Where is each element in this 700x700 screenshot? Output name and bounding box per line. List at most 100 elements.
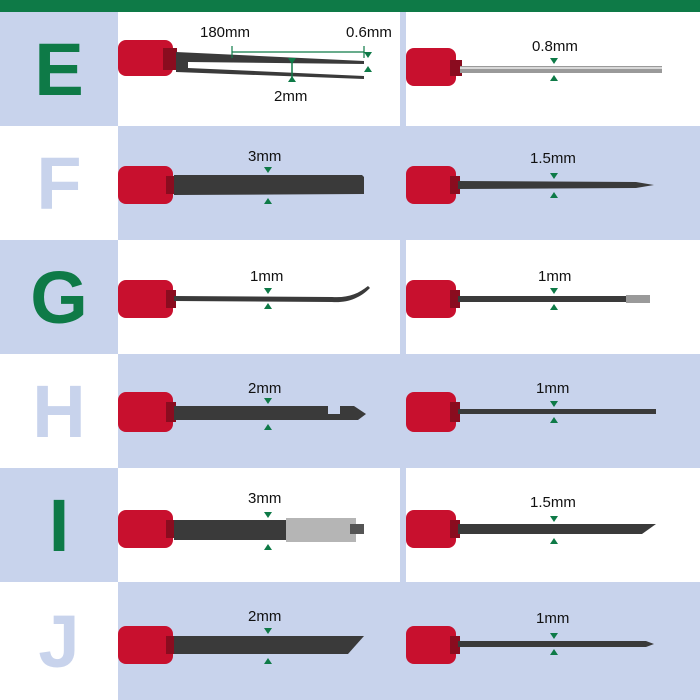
blade-probe-illustration: [118, 626, 364, 664]
red-handle: [406, 166, 456, 204]
row-f: F 3mm 1.5mm: [0, 126, 700, 240]
tool-grid: E 180mm 0.6mm 2mm: [0, 12, 700, 700]
row-h: H 2mm 1mm: [0, 354, 700, 468]
pointed-probe-illustration: [406, 166, 654, 204]
tool-cell-left: 2mm: [118, 582, 404, 700]
claw-probe-illustration: [118, 392, 366, 432]
handle-collar: [450, 520, 460, 538]
red-handle: [118, 40, 173, 76]
flat-probe-illustration: [118, 166, 364, 204]
red-handle: [406, 280, 456, 318]
tool-cell-right: 1mm: [406, 354, 700, 468]
tool-cell-left: 3mm: [118, 126, 404, 240]
red-handle: [118, 392, 173, 432]
thin-blade: [458, 296, 650, 302]
tool-cell-right: 1mm: [406, 582, 700, 700]
slotted-probe-illustration: [118, 510, 364, 550]
dimension-label: 0.8mm: [532, 38, 578, 55]
tool-cell-left: 2mm: [118, 354, 404, 468]
handle-collar: [450, 636, 460, 654]
row-letter: H: [0, 354, 118, 468]
claw-blade: [174, 406, 366, 420]
pointed-blade: [458, 181, 654, 189]
handle-collar: [166, 520, 176, 538]
tool-cell-left: 3mm: [118, 468, 404, 582]
tool-cell-right: 1.5mm: [406, 126, 700, 240]
dimension-label: 1.5mm: [530, 494, 576, 511]
blade-highlight: [460, 67, 662, 69]
dimension-label: 3mm: [248, 148, 282, 165]
dimension-label: 1mm: [536, 610, 570, 627]
tool-cell-left: 180mm 0.6mm 2mm: [118, 12, 404, 126]
top-green-bar: [0, 0, 700, 12]
red-handle: [118, 166, 173, 204]
handle-collar: [450, 402, 460, 422]
red-handle: [118, 510, 173, 548]
handle-collar: [166, 176, 176, 194]
handle-collar: [450, 176, 460, 194]
row-letter: E: [0, 12, 118, 126]
width-arrows: [550, 401, 558, 423]
width-arrows: [550, 516, 558, 544]
red-handle: [406, 626, 456, 664]
width-arrows: [550, 633, 558, 655]
handle-collar: [450, 60, 462, 76]
tool-cell-right: 1mm: [406, 240, 700, 354]
dimension-label: 0.6mm: [346, 24, 392, 41]
dimension-label: 1mm: [536, 380, 570, 397]
row-e: E 180mm 0.6mm 2mm: [0, 12, 700, 126]
flat-blade: [174, 175, 364, 195]
dimension-label: 1mm: [538, 268, 572, 285]
thin-blade: [458, 409, 656, 414]
column-divider: [400, 12, 406, 700]
thickness-arrows: [364, 52, 372, 72]
row-g: G 1mm 1mm: [0, 240, 700, 354]
angled-blade: [174, 636, 364, 654]
row-letter: F: [0, 126, 118, 240]
red-handle: [406, 48, 456, 86]
needle-probe-illustration: [406, 392, 656, 432]
hook-probe-illustration: [118, 280, 370, 318]
red-handle: [118, 626, 173, 664]
handle-collar: [166, 636, 176, 654]
thin-blade: [458, 641, 654, 647]
fine-probe-illustration: [406, 626, 654, 664]
slotted-tip: [350, 524, 364, 534]
handle-collar: [166, 402, 176, 422]
dimension-label: 1.5mm: [530, 150, 576, 167]
red-handle: [118, 280, 173, 318]
fork-blade: [176, 52, 364, 79]
hook-blade: [174, 286, 370, 303]
row-letter: G: [0, 240, 118, 354]
dimension-label: 2mm: [248, 380, 282, 397]
width-arrows: [550, 58, 558, 81]
file-probe-illustration: [406, 48, 662, 86]
width-arrows: [264, 288, 272, 309]
metal-sleeve: [286, 518, 356, 542]
tool-cell-right: 1.5mm: [406, 468, 700, 582]
red-handle: [406, 510, 456, 548]
dimension-label: 1mm: [250, 268, 284, 285]
handle-collar: [450, 290, 460, 308]
dimension-label: 3mm: [248, 490, 282, 507]
width-arrows: [550, 288, 558, 310]
dimension-label: 2mm: [274, 88, 308, 105]
dimension-label: 2mm: [248, 608, 282, 625]
row-j: J 2mm 1mm: [0, 582, 700, 700]
width-arrows: [550, 173, 558, 198]
handle-collar: [163, 48, 177, 70]
dimension-label: 180mm: [200, 24, 251, 41]
tool-cell-right: 0.8mm: [406, 12, 700, 126]
chisel-probe-illustration: [406, 510, 656, 548]
fork-probe-illustration: [118, 40, 372, 82]
textured-blade: [460, 66, 662, 73]
red-handle: [406, 392, 456, 432]
row-i: I 3mm 1.5mm: [0, 468, 700, 582]
tool-cell-left: 1mm: [118, 240, 404, 354]
row-letter: J: [0, 582, 118, 700]
row-letter: I: [0, 468, 118, 582]
notched-probe-illustration: [406, 280, 650, 318]
chisel-blade: [458, 524, 656, 534]
handle-collar: [166, 290, 176, 308]
notched-tip: [626, 295, 650, 303]
